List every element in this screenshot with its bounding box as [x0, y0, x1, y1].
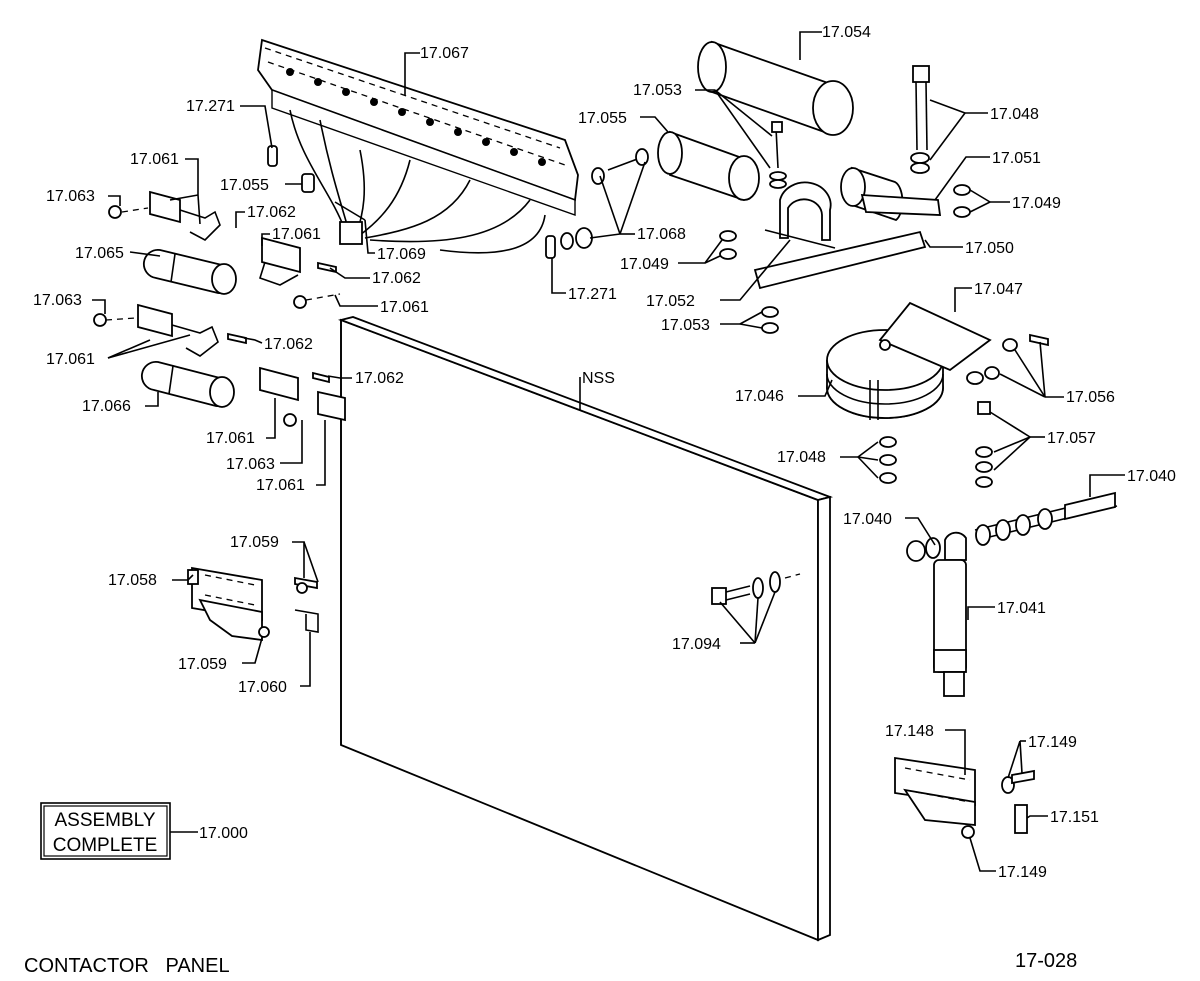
leader-lines [92, 31, 1125, 872]
label-17063-a: 17.063 [46, 188, 95, 205]
label-17059-b: 17.059 [178, 656, 227, 673]
terminal-strip [257, 38, 579, 254]
label-17069: 17.069 [377, 246, 426, 263]
sleeve-17271-right [545, 235, 556, 259]
assembly-line1: ASSEMBLY [54, 810, 155, 831]
hardware-17057 [975, 401, 993, 488]
label-17271-b: 17.271 [568, 286, 617, 303]
label-17050: 17.050 [965, 240, 1014, 257]
label-nss: NSS [582, 370, 615, 387]
washers-17053 [761, 306, 779, 334]
resistor-bolt-17053 [769, 121, 787, 189]
label-17057: 17.057 [1047, 430, 1096, 447]
mounting-bar-17050 [753, 230, 927, 290]
hardware-17056 [966, 333, 1049, 385]
resistor-tube-17055 [657, 130, 760, 201]
contactor-17148 [894, 756, 1035, 839]
diagram-title: CONTACTOR PANEL [24, 955, 230, 977]
label-17061-a: 17.061 [130, 151, 179, 168]
sleeve-17271-left [267, 145, 278, 167]
long-bolt-17048 [910, 65, 930, 174]
fuse-clip-bottom [259, 366, 346, 427]
bracket-17051 [860, 194, 942, 216]
label-17061-f: 17.061 [256, 477, 305, 494]
bolt-17040 [906, 491, 1118, 562]
fuse-tube-17041 [933, 531, 967, 697]
label-17271-a: 17.271 [186, 98, 235, 115]
label-17061-e: 17.061 [206, 430, 255, 447]
tube-clamp-17052 [764, 181, 836, 249]
drawing-number: 17-028 [1015, 950, 1077, 972]
label-17048-b: 17.048 [777, 449, 826, 466]
label-17061-d: 17.061 [46, 351, 95, 368]
washers-17048 [879, 436, 897, 484]
contactor-panel-board [337, 316, 834, 942]
assembly-complete-box: ASSEMBLY COMPLETE [40, 802, 171, 860]
label-17053-a: 17.053 [633, 82, 682, 99]
label-17056: 17.056 [1066, 389, 1115, 406]
label-17062-b: 17.062 [372, 270, 421, 287]
nuts-17049 [719, 184, 971, 260]
bolt-17094 [711, 571, 801, 605]
label-17066: 17.066 [82, 398, 131, 415]
fuse-clip-upper [108, 190, 221, 241]
label-17051: 17.051 [992, 150, 1041, 167]
fuse-clip-mid [259, 236, 341, 309]
rheostat-17046 [826, 301, 992, 420]
label-17065: 17.065 [75, 245, 124, 262]
label-17061-b: 17.061 [272, 226, 321, 243]
label-17059-a: 17.059 [230, 534, 279, 551]
assembly-ref: 17.000 [199, 825, 248, 842]
label-17046: 17.046 [735, 388, 784, 405]
label-17040-b: 17.040 [843, 511, 892, 528]
label-17062-c: 17.062 [264, 336, 313, 353]
label-17047: 17.047 [974, 281, 1023, 298]
label-17094: 17.094 [672, 636, 721, 653]
assembly-line2: COMPLETE [53, 835, 158, 856]
label-17063-b: 17.063 [33, 292, 82, 309]
label-17148: 17.148 [885, 723, 934, 740]
label-17041: 17.041 [997, 600, 1046, 617]
label-17049-a: 17.049 [1012, 195, 1061, 212]
label-17062-d: 17.062 [355, 370, 404, 387]
label-17061-c: 17.061 [380, 299, 429, 316]
label-17048-a: 17.048 [990, 106, 1039, 123]
resistor-tube-17054 [697, 40, 854, 136]
part-labels: 17.067 17.271 17.061 17.055 17.063 17.06… [33, 24, 1176, 881]
label-17049-b: 17.049 [620, 256, 669, 273]
label-17151: 17.151 [1050, 809, 1099, 826]
contactor-block [187, 566, 319, 642]
label-17040-a: 17.040 [1127, 468, 1176, 485]
label-17067: 17.067 [420, 45, 469, 62]
fuse-clip-lower [93, 303, 247, 357]
label-17055-a: 17.055 [220, 177, 269, 194]
label-17063-c: 17.063 [226, 456, 275, 473]
fuse-17066 [140, 360, 235, 408]
label-17055-b: 17.055 [578, 110, 627, 127]
label-17149-b: 17.149 [998, 864, 1047, 881]
label-17052: 17.052 [646, 293, 695, 310]
label-17060: 17.060 [238, 679, 287, 696]
label-17054: 17.054 [822, 24, 871, 41]
sleeve-17055-left [301, 173, 315, 193]
label-17053-b: 17.053 [661, 317, 710, 334]
label-17062-a: 17.062 [247, 204, 296, 221]
label-17058: 17.058 [108, 572, 157, 589]
label-17149-a: 17.149 [1028, 734, 1077, 751]
label-17068: 17.068 [637, 226, 686, 243]
fuse-17065 [142, 248, 237, 295]
